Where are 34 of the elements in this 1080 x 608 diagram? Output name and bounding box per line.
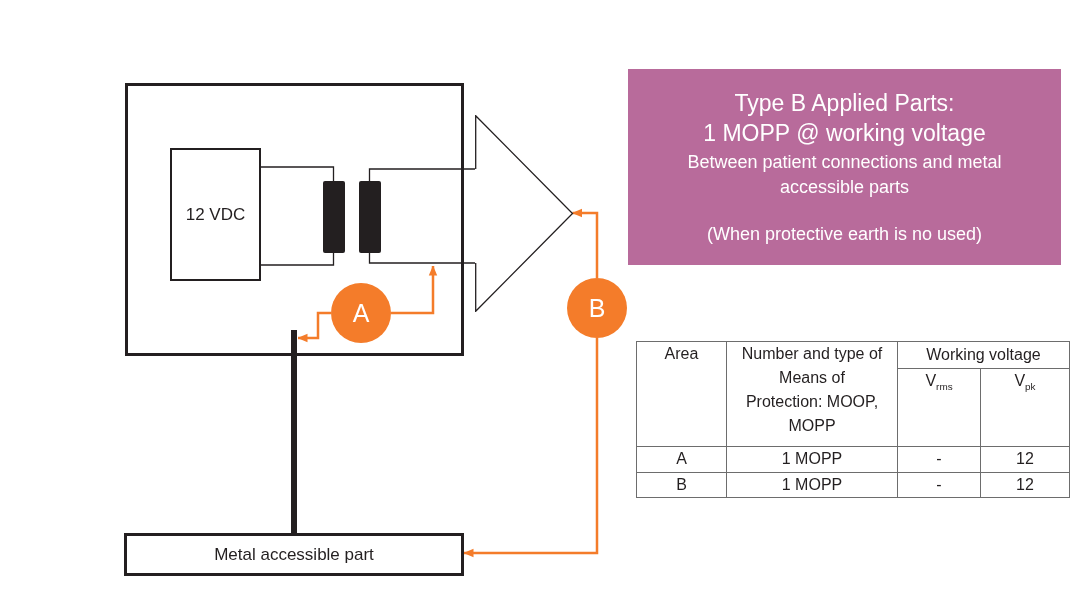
area-marker: B: [567, 278, 627, 338]
column-header: V$_{rms}$: [897, 368, 981, 447]
power-supply-box: 12 VDC: [170, 148, 261, 281]
transformer-coil: [323, 181, 345, 253]
table-value: 1 MOPP: [726, 446, 898, 472]
info-panel: [628, 69, 1061, 265]
table-value: 12: [980, 472, 1070, 498]
arrow: [572, 208, 599, 278]
wire: [368, 168, 476, 182]
arrow: [391, 265, 438, 315]
wire: [368, 252, 476, 264]
area-marker: A: [331, 283, 391, 343]
column-header: Area: [636, 341, 727, 447]
table-value: 12: [980, 446, 1070, 472]
panel-description: Between patient connections and metal accessible parts: [686, 150, 1003, 199]
column-header: V$_{pk}$: [980, 368, 1070, 447]
table-value: 1 MOPP: [726, 472, 898, 498]
wire: [260, 252, 335, 266]
panel-note: (When protective earth is no used): [705, 222, 984, 246]
table-value: -: [897, 446, 981, 472]
column-header: Number and type of Means of Protection: MOOP, MOPP: [726, 341, 898, 447]
arrow: [297, 311, 331, 343]
transformer-coil: [359, 181, 381, 253]
table-value: B: [636, 472, 727, 498]
metal-part-box: Metal accessible part: [124, 533, 464, 576]
arrow: [463, 338, 599, 558]
table-value: -: [897, 472, 981, 498]
panel-subtitle: 1 MOPP @ working voltage: [702, 118, 987, 148]
column-header: Working voltage: [897, 341, 1070, 369]
metal-post: [291, 330, 297, 533]
device-enclosure: [125, 83, 464, 356]
panel-title: Type B Applied Parts:: [733, 88, 956, 118]
table-value: A: [636, 446, 727, 472]
wire: [260, 166, 335, 182]
